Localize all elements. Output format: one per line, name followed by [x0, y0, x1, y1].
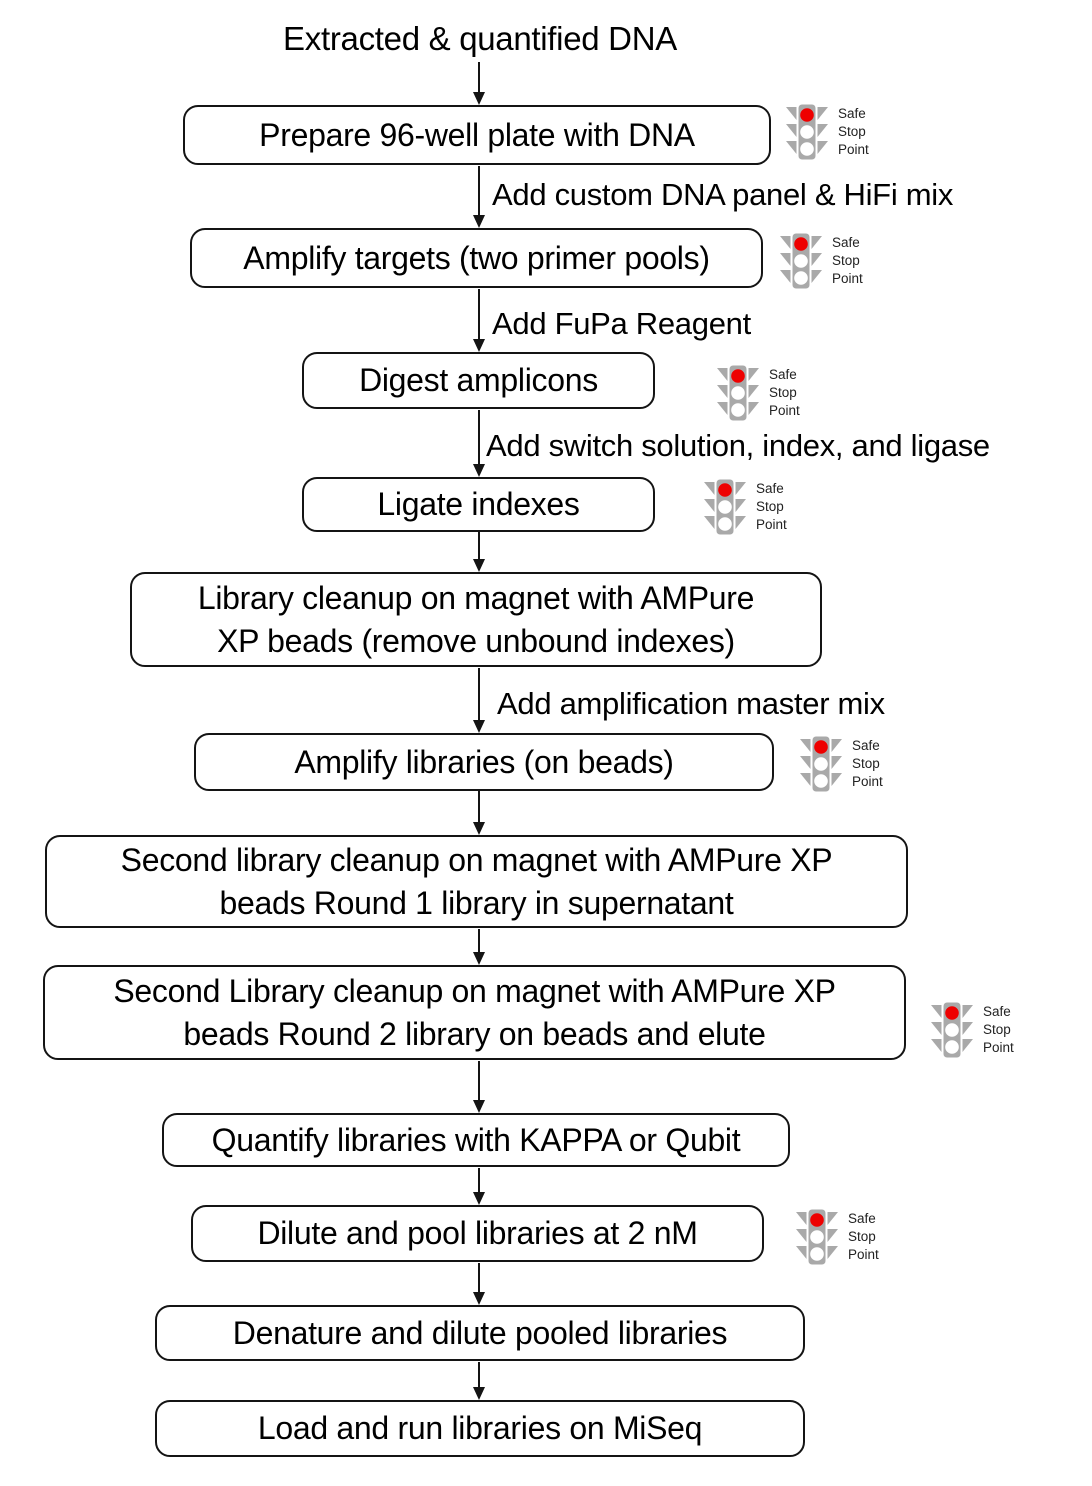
step-library-cleanup: Library cleanup on magnet with AMPure XP… [130, 572, 822, 667]
traffic-light-icon [785, 104, 829, 160]
point-line: Point [983, 1040, 1014, 1055]
step-load-run-miseq-label: Load and run libraries on MiSeq [257, 1410, 703, 1447]
step-denature-dilute-label: Denature and dilute pooled libraries [232, 1314, 728, 1351]
stop-line: Stop [838, 124, 866, 139]
step-load-run-miseq: Load and run libraries on MiSeq [155, 1400, 805, 1457]
step-denature-dilute: Denature and dilute pooled libraries [155, 1305, 805, 1361]
step-amplify-targets-label: Amplify targets (two primer pools) [243, 239, 710, 276]
safe-line: Safe [832, 235, 860, 250]
traffic-light-icon [779, 233, 823, 289]
safe-stop-point-indicator-6: Safe Stop Point [930, 1002, 1014, 1058]
traffic-light-icon [795, 1209, 839, 1265]
step-digest-amplicons-label: Digest amplicons [359, 362, 598, 399]
step-amplify-targets: Amplify targets (two primer pools) [190, 228, 763, 288]
stop-line: Stop [983, 1022, 1011, 1037]
safe-stop-point-indicator-7: Safe Stop Point [795, 1209, 879, 1265]
safe-line: Safe [848, 1211, 876, 1226]
flow-arrow-8 [473, 929, 485, 965]
safe-line: Safe [852, 738, 880, 753]
step-quantify-libraries-label: Quantify libraries with KAPPA or Qubit [211, 1121, 741, 1158]
traffic-light-icon [799, 736, 843, 792]
step-library-cleanup-label: Library cleanup on magnet with AMPure XP… [197, 579, 755, 659]
traffic-light-icon [716, 365, 760, 421]
flow-arrow-4 [473, 410, 485, 477]
flow-arrow-2 [473, 166, 485, 228]
traffic-light-icon [703, 479, 747, 535]
arrow-label-add-panel-hifi: Add custom DNA panel & HiFi mix [492, 177, 954, 212]
safe-stop-point-text: Safe Stop Point [852, 737, 883, 791]
safe-stop-point-text: Safe Stop Point [832, 234, 863, 288]
stop-line: Stop [832, 253, 860, 268]
safe-stop-point-indicator-1: Safe Stop Point [785, 104, 869, 160]
flow-arrow-6 [473, 668, 485, 733]
flow-arrow-10 [473, 1168, 485, 1205]
stop-line: Stop [848, 1229, 876, 1244]
safe-stop-point-indicator-5: Safe Stop Point [799, 736, 883, 792]
step-second-cleanup-round2-label: Second Library cleanup on magnet with AM… [113, 972, 836, 1052]
safe-line: Safe [769, 367, 797, 382]
step-amplify-libraries: Amplify libraries (on beads) [194, 733, 774, 791]
stop-line: Stop [756, 499, 784, 514]
safe-line: Safe [983, 1004, 1011, 1019]
step-digest-amplicons: Digest amplicons [302, 352, 655, 409]
safe-stop-point-indicator-3: Safe Stop Point [716, 365, 800, 421]
step-ligate-indexes-label: Ligate indexes [377, 486, 580, 523]
point-line: Point [769, 403, 800, 418]
safe-stop-point-text: Safe Stop Point [769, 366, 800, 420]
step-amplify-libraries-label: Amplify libraries (on beads) [294, 743, 674, 780]
start-node-extracted-dna: Extracted & quantified DNA [283, 20, 677, 57]
safe-stop-point-indicator-2: Safe Stop Point [779, 233, 863, 289]
safe-line: Safe [838, 106, 866, 121]
flow-arrow-9 [473, 1061, 485, 1113]
arrow-label-add-fupa: Add FuPa Reagent [492, 306, 751, 341]
point-line: Point [832, 271, 863, 286]
flow-arrow-3 [473, 289, 485, 352]
flow-arrow-7 [473, 791, 485, 835]
step-second-cleanup-round1: Second library cleanup on magnet with AM… [45, 835, 908, 928]
step-dilute-pool-libraries-label: Dilute and pool libraries at 2 nM [257, 1215, 698, 1252]
arrow-label-add-switch-index-ligase: Add switch solution, index, and ligase [486, 428, 990, 463]
point-line: Point [838, 142, 869, 157]
safe-line: Safe [756, 481, 784, 496]
arrow-label-add-amplification-mix: Add amplification master mix [497, 686, 885, 721]
step-second-cleanup-round1-label: Second library cleanup on magnet with AM… [120, 841, 833, 921]
safe-stop-point-indicator-4: Safe Stop Point [703, 479, 787, 535]
step-dilute-pool-libraries: Dilute and pool libraries at 2 nM [191, 1205, 764, 1262]
stop-line: Stop [852, 756, 880, 771]
safe-stop-point-text: Safe Stop Point [756, 480, 787, 534]
safe-stop-point-text: Safe Stop Point [848, 1210, 879, 1264]
traffic-light-icon [930, 1002, 974, 1058]
stop-line: Stop [769, 385, 797, 400]
flow-arrow-11 [473, 1263, 485, 1305]
step-prepare-plate: Prepare 96-well plate with DNA [183, 105, 771, 165]
step-ligate-indexes: Ligate indexes [302, 477, 655, 532]
safe-stop-point-text: Safe Stop Point [838, 105, 869, 159]
flow-arrow-12 [473, 1362, 485, 1400]
point-line: Point [848, 1247, 879, 1262]
point-line: Point [852, 774, 883, 789]
point-line: Point [756, 517, 787, 532]
step-quantify-libraries: Quantify libraries with KAPPA or Qubit [162, 1113, 790, 1167]
step-second-cleanup-round2: Second Library cleanup on magnet with AM… [43, 965, 906, 1060]
flow-arrow-5 [473, 532, 485, 572]
step-prepare-plate-label: Prepare 96-well plate with DNA [259, 116, 695, 153]
flow-arrow-1 [473, 62, 485, 105]
safe-stop-point-text: Safe Stop Point [983, 1003, 1014, 1057]
